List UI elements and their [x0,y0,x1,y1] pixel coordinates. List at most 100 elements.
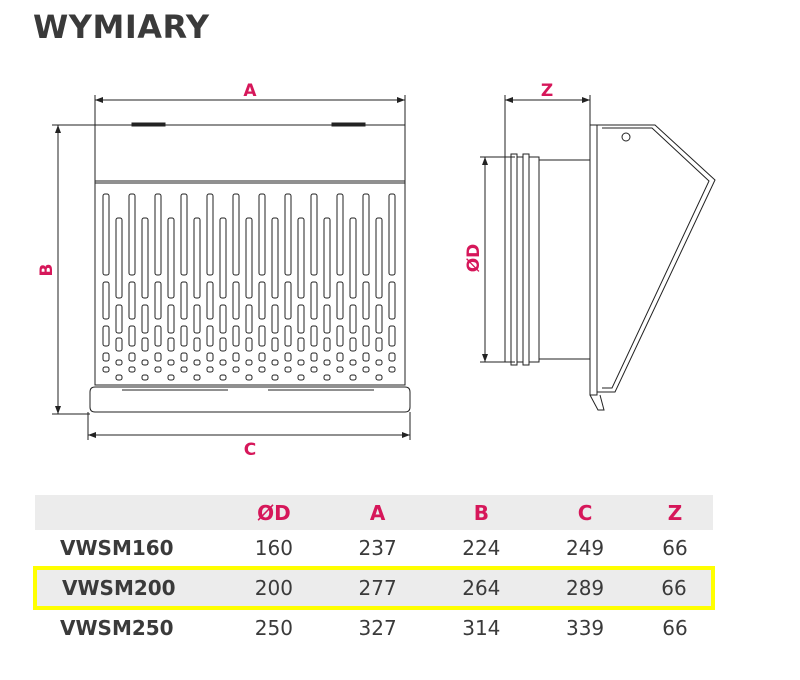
grille-slot [323,374,331,381]
grille-slot [388,281,396,320]
grille-slot [193,304,201,334]
table-row-highlighted: VWSM200 200 277 264 289 66 [33,566,716,610]
grille-slot [258,193,266,276]
grille-slot [284,325,292,347]
grille-slot [154,281,162,320]
grille-slot [128,325,136,347]
grille-slot [180,325,188,347]
grille-slot [336,325,344,347]
grille-slot [297,359,305,366]
grille-slot [115,337,123,352]
grille-slot [323,359,331,366]
grille-slot [219,359,227,366]
grille-slot [141,304,149,334]
grille-slot [154,325,162,347]
hood [597,124,716,393]
grille-slot [310,281,318,320]
grille-slot [310,325,318,347]
table-row: VWSM250 250 327 314 339 66 [35,608,713,646]
grille-slot [180,352,188,362]
grille-slot [336,281,344,320]
cell-d: 250 [254,616,293,640]
grille-slot [375,217,383,299]
grille-slot [323,217,331,299]
grille-slot [141,217,149,299]
grille-slot [245,359,253,366]
grille-slot [206,366,214,373]
model-name: VWSM250 [60,616,174,640]
grille-slot [154,193,162,276]
cell-z: 66 [662,616,688,640]
grille-slot [284,352,292,362]
grille-slot [310,352,318,362]
cell-a: 237 [358,536,397,560]
table-row: VWSM160 160 237 224 249 66 [35,530,713,568]
grille-slot [206,281,214,320]
cell-c: 289 [533,566,637,610]
grille-slot [271,337,279,352]
grille-slot [180,281,188,320]
grille-slot [336,352,344,362]
cell-c: 249 [565,536,605,560]
grille-slot [362,366,370,373]
grille-slot [219,217,227,299]
header-a: A [325,495,430,530]
grille-slot [297,374,305,381]
cell-b: 224 [462,536,501,560]
dim-label-z: Z [541,81,553,101]
duct [538,159,591,360]
grille-slot [245,337,253,352]
header-d: ØD [222,495,326,530]
table-header-row: ØD A B C Z [35,495,713,530]
grille-slot [349,359,357,366]
grille-slot [388,366,396,373]
grille-slot [232,366,240,373]
grille-slot [310,193,318,276]
grille-slot [297,337,305,352]
grille-slot [206,325,214,347]
grille-slot [167,337,175,352]
dim-label-d: ØD [464,244,484,273]
hood-plate [589,124,598,396]
grille-slot [167,374,175,381]
base-frame [89,386,411,413]
cell-d: 200 [222,566,326,610]
grille-slot [388,193,396,276]
grille-slot [284,281,292,320]
cell-z: 66 [662,536,688,560]
grille-slot [349,337,357,352]
dim-label-c: C [244,440,256,460]
grille-slot [245,217,253,299]
grille-slot [349,217,357,299]
grille-slot [141,359,149,366]
grille-slot [102,325,110,347]
grille-slot [232,281,240,320]
cell-a: 277 [325,566,430,610]
grille-slot [297,304,305,334]
grille-slot [310,366,318,373]
model-name: VWSM160 [60,536,174,560]
dim-label-b: B [37,264,57,277]
grille-slot [115,359,123,366]
header-z: Z [636,495,713,530]
grille-slot [362,281,370,320]
grille-slot [258,352,266,362]
header-model [35,495,222,530]
grille-slot [232,352,240,362]
grille-slot [271,304,279,334]
grille-slot [167,217,175,299]
grille-slot [375,374,383,381]
grille-slot [388,325,396,347]
front-view: A B C [37,81,411,460]
model-name: VWSM200 [33,566,222,610]
grille-slot [193,337,201,352]
grille-slot [141,337,149,352]
grille-slot [115,374,123,381]
grille-slot [180,193,188,276]
grille-slot [219,374,227,381]
grille-slot [128,352,136,362]
header-b: B [429,495,534,530]
grille-slot [323,304,331,334]
cell-b: 264 [429,566,534,610]
grille-slot [258,325,266,347]
